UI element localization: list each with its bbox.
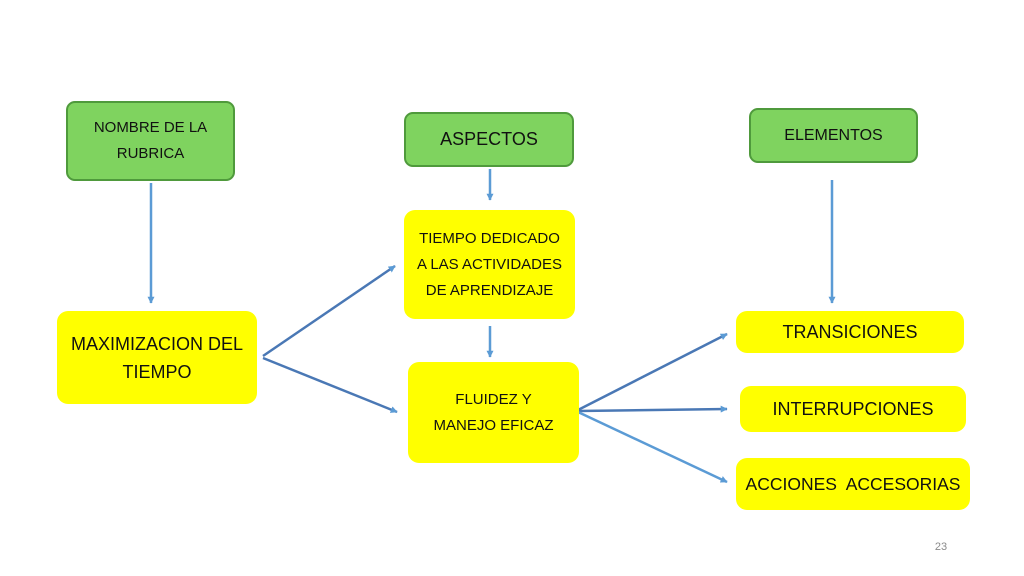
node-aspectos: ASPECTOS [404,112,574,167]
page-number: 23 [934,541,948,553]
arrow-fluidez-to-interrupciones [577,405,728,413]
node-tiempo-label: TIEMPO DEDICADO A LAS ACTIVIDADES DE APR… [416,229,563,299]
node-acciones-accesorias: ACCIONES ACCESORIAS [736,458,970,510]
node-tiempo-dedicado: TIEMPO DEDICADO A LAS ACTIVIDADES DE APR… [404,210,575,319]
node-nombre-de-la-rubrica: NOMBRE DE LA RUBRICA [66,101,235,181]
arrow-fluidez-to-transiciones [577,332,728,412]
node-elementos-label: ELEMENTOS [784,126,883,144]
node-transiciones-label: TRANSICIONES [782,321,918,342]
node-transiciones: TRANSICIONES [736,311,964,353]
node-nombre-label: NOMBRE DE LA RUBRICA [93,119,208,162]
node-interrupciones-label: INTERRUPCIONES [772,398,934,419]
node-maximizacion-label: MAXIMIZACION DEL TIEMPO [70,333,244,382]
arrow-maximizacion-to-fluidez [262,356,398,414]
arrow-fluidez-to-acciones [577,410,728,484]
node-fluidez-label: FLUIDEZ Y MANEJO EFICAZ [433,390,554,434]
node-fluidez-y-manejo: FLUIDEZ Y MANEJO EFICAZ [408,362,579,463]
node-interrupciones: INTERRUPCIONES [740,386,966,432]
arrow-maximizacion-to-tiempo [262,264,396,358]
node-maximizacion-del-tiempo: MAXIMIZACION DEL TIEMPO [57,311,257,404]
node-elementos: ELEMENTOS [749,108,918,163]
node-acciones-label: ACCIONES ACCESORIAS [745,473,961,494]
node-aspectos-label: ASPECTOS [440,129,538,149]
